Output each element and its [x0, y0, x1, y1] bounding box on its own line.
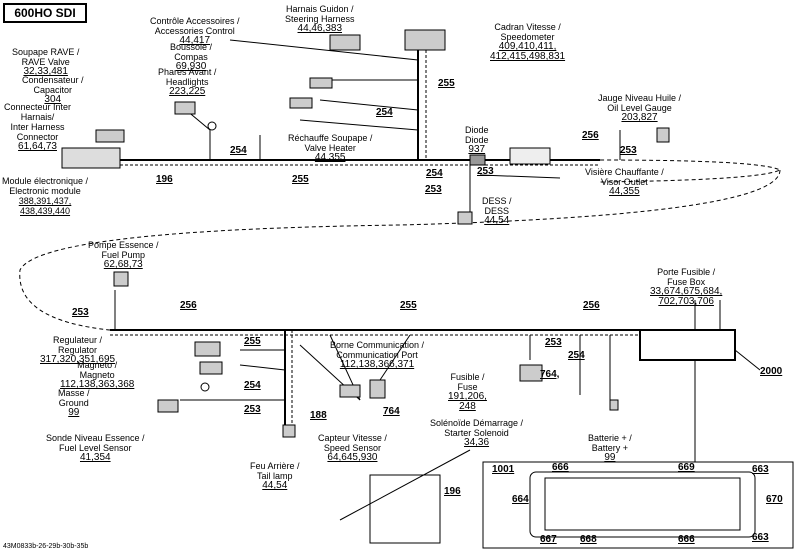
ref-253: 253	[545, 337, 562, 348]
model-title: 600HO SDI	[3, 3, 87, 23]
ref-2000: 2000	[760, 366, 783, 377]
ref-254: 254	[244, 380, 261, 391]
ref-196: 196	[444, 486, 461, 497]
ref-663: 663	[752, 532, 769, 543]
ref-764: 764	[383, 406, 400, 417]
ref-254: 254	[230, 145, 247, 156]
drawing-code: 43M0833b-26-29b-30b-35b	[3, 543, 89, 550]
ref-196: 196	[156, 174, 173, 185]
ref-255: 255	[292, 174, 309, 185]
ref-663: 663	[752, 464, 769, 475]
ref-666: 666	[678, 534, 695, 545]
ref-664: 664	[512, 494, 529, 505]
ref-256: 256	[180, 300, 197, 311]
ref-256: 256	[583, 300, 600, 311]
ref-253: 253	[477, 166, 494, 177]
ref-254: 254	[376, 107, 393, 118]
ref-764: 764,	[540, 369, 560, 380]
ref-669: 669	[678, 462, 695, 473]
ref-670: 670	[766, 494, 783, 505]
ref-253: 253	[72, 307, 89, 318]
ref-666: 666	[552, 462, 569, 473]
ref-668: 668	[580, 534, 597, 545]
ref-253: 253	[620, 145, 637, 156]
ref-667: 667	[540, 534, 557, 545]
ref-256: 256	[582, 130, 599, 141]
ref-1001: 1001	[492, 464, 515, 475]
ref-254: 254	[426, 168, 443, 179]
callout-batterie: Batterie + /Battery +99	[588, 433, 632, 463]
ref-254: 254	[568, 350, 585, 361]
ref-255: 255	[244, 336, 261, 347]
ref-253: 253	[425, 184, 442, 195]
callout-controle-accessoires: Contrôle Accessoires /Accessories Contro…	[150, 16, 240, 46]
ref-253: 253	[244, 404, 261, 415]
ref-255: 255	[400, 300, 417, 311]
ref-255: 255	[438, 78, 455, 89]
ref-188: 188	[310, 410, 327, 421]
